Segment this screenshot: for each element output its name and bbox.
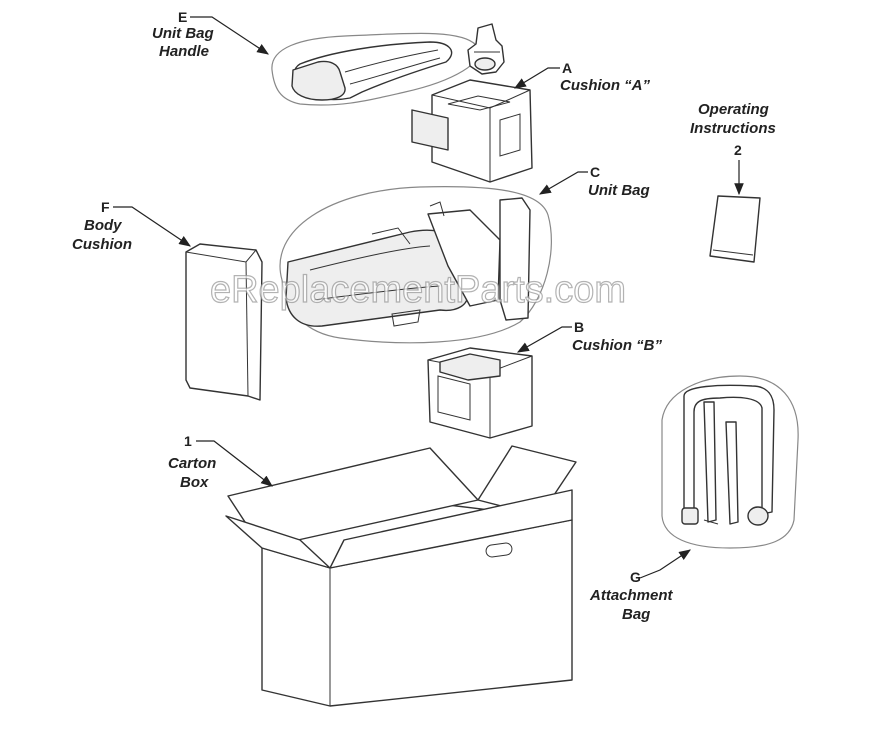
label-f-line2: Cushion [72, 236, 132, 253]
label-e-letter: E [178, 9, 187, 25]
label-a-line1: Cushion “A” [560, 77, 650, 94]
label-op-line1: Operating [698, 101, 769, 118]
label-g-line2: Bag [622, 606, 650, 623]
label-op-number: 2 [734, 142, 742, 158]
label-b-letter: B [574, 319, 584, 335]
cushion-b-part[interactable] [427, 347, 533, 439]
label-f-letter: F [101, 199, 110, 215]
label-c-line1: Unit Bag [588, 182, 650, 199]
leader-c [538, 171, 588, 195]
cushion-a-part[interactable] [411, 79, 533, 183]
label-e-line2: Handle [159, 43, 209, 60]
leader-e [190, 16, 270, 55]
label-box-number: 1 [184, 433, 192, 449]
unit-bag-part[interactable] [279, 186, 552, 344]
nozzle-part[interactable] [467, 23, 505, 75]
label-a-letter: A [562, 60, 572, 76]
leader-b [516, 326, 572, 353]
label-g-letter: G [630, 569, 641, 585]
attachment-bag-part[interactable] [661, 375, 799, 549]
carton-box-part[interactable] [225, 445, 577, 707]
label-box-line2: Box [180, 474, 209, 491]
unit-bag-handle-part[interactable] [271, 32, 480, 106]
leader-box [196, 440, 273, 487]
leader-g [639, 549, 691, 579]
body-cushion-part[interactable] [185, 243, 263, 401]
label-e-line1: Unit Bag [152, 25, 214, 42]
label-g-line1: Attachment [589, 587, 674, 604]
leader-a [513, 67, 560, 89]
label-c-letter: C [590, 164, 600, 180]
label-op-line2: Instructions [690, 120, 776, 137]
label-b-line1: Cushion “B” [572, 337, 662, 354]
operating-instructions-part[interactable] [709, 195, 761, 263]
label-box-line1: Carton [168, 455, 216, 472]
label-f-line1: Body [84, 217, 122, 234]
watermark-text: eReplacementParts.com [210, 269, 626, 311]
leader-f [113, 206, 191, 247]
